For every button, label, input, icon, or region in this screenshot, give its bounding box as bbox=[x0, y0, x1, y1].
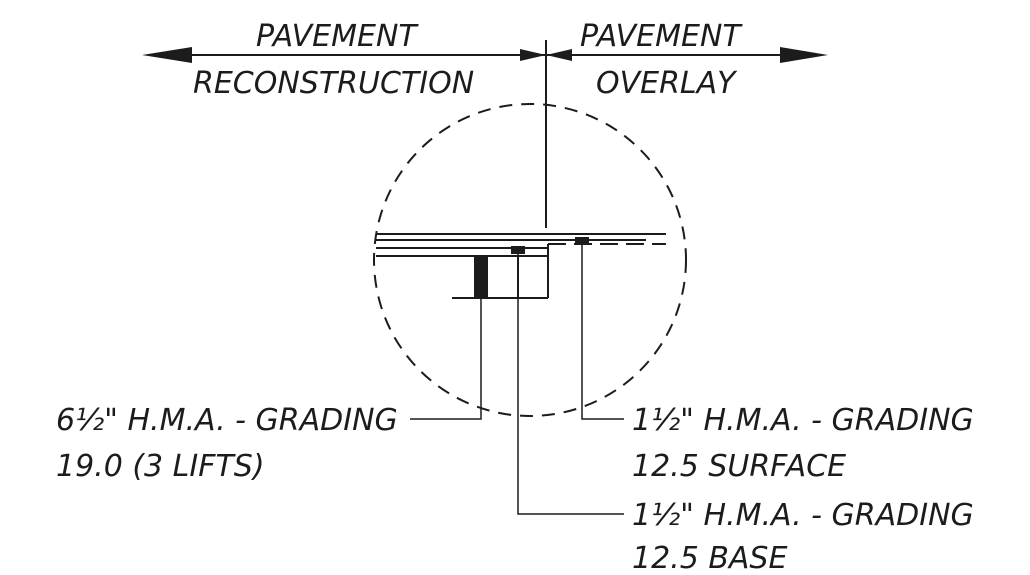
header-overlay-line2: OVERLAY bbox=[596, 66, 738, 101]
hma-base-marker bbox=[511, 246, 525, 254]
callout-hma-19-line1: 6½" H.M.A. - GRADING bbox=[56, 403, 398, 438]
callout-hma-19-line2: 19.0 (3 LIFTS) bbox=[56, 449, 265, 484]
leader-lines bbox=[410, 244, 624, 515]
hma-19-lifts-marker bbox=[474, 256, 488, 298]
callout-hma-surface-line2: 12.5 SURFACE bbox=[632, 449, 846, 484]
reconstruction-extent-arrow bbox=[142, 47, 546, 63]
callout-hma-surface-line1: 1½" H.M.A. - GRADING bbox=[632, 403, 974, 438]
header-overlay-line1: PAVEMENT bbox=[580, 19, 743, 54]
overlay-extent-arrow bbox=[546, 47, 828, 63]
detail-circle bbox=[373, 103, 687, 417]
callout-hma-base-line1: 1½" H.M.A. - GRADING bbox=[632, 498, 974, 533]
callout-hma-base-line2: 12.5 BASE bbox=[632, 541, 787, 575]
hma-surface-marker bbox=[575, 237, 589, 244]
pavement-cross-section bbox=[376, 233, 666, 299]
header-reconstruction-line2: RECONSTRUCTION bbox=[193, 66, 474, 101]
header-reconstruction-line1: PAVEMENT bbox=[256, 19, 419, 54]
